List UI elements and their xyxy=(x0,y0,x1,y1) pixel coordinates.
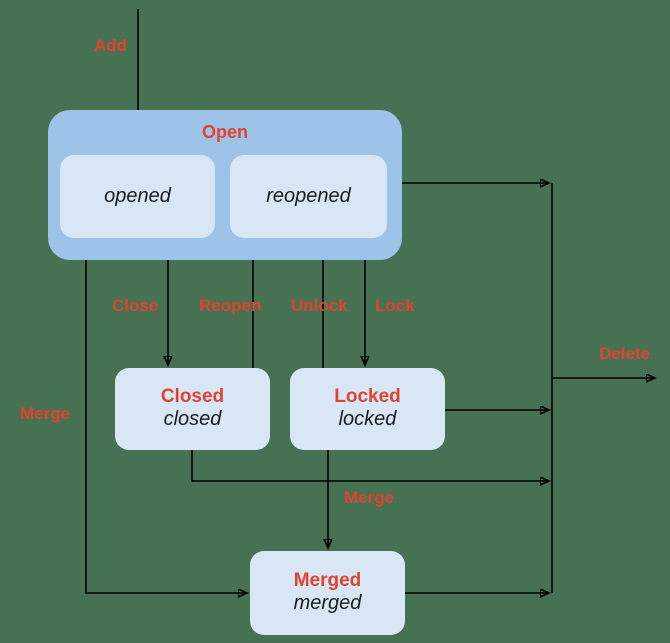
state-reopened-value: reopened xyxy=(266,184,351,207)
transition-label-merge-left: Merge xyxy=(20,404,71,423)
state-closed-value: closed xyxy=(163,408,222,431)
state-merged-value: merged xyxy=(293,592,362,615)
state-merged: Merged merged xyxy=(250,551,405,635)
state-locked-label: Locked xyxy=(334,386,401,408)
transition-label-lock: Lock xyxy=(375,296,415,315)
state-closed: Closed closed xyxy=(115,368,270,450)
transition-label-add: Add xyxy=(94,36,128,55)
edge-closed-to-collector-line xyxy=(191,450,548,481)
state-opened: opened xyxy=(60,155,215,238)
state-reopened: reopened xyxy=(230,155,387,238)
transition-label-unlock: Unlock xyxy=(291,296,348,315)
state-locked: Locked locked xyxy=(290,368,445,450)
transition-label-reopen: Reopen xyxy=(199,296,262,315)
state-merged-label: Merged xyxy=(293,570,362,592)
state-opened-value: opened xyxy=(104,184,171,207)
state-closed-label: Closed xyxy=(160,386,225,408)
transition-label-close: Close xyxy=(112,296,159,315)
transition-label-merge-mid: Merge xyxy=(344,488,395,507)
state-group-open-label: Open xyxy=(201,122,248,142)
state-locked-value: locked xyxy=(338,408,397,431)
transition-label-delete: Delete xyxy=(599,344,651,363)
